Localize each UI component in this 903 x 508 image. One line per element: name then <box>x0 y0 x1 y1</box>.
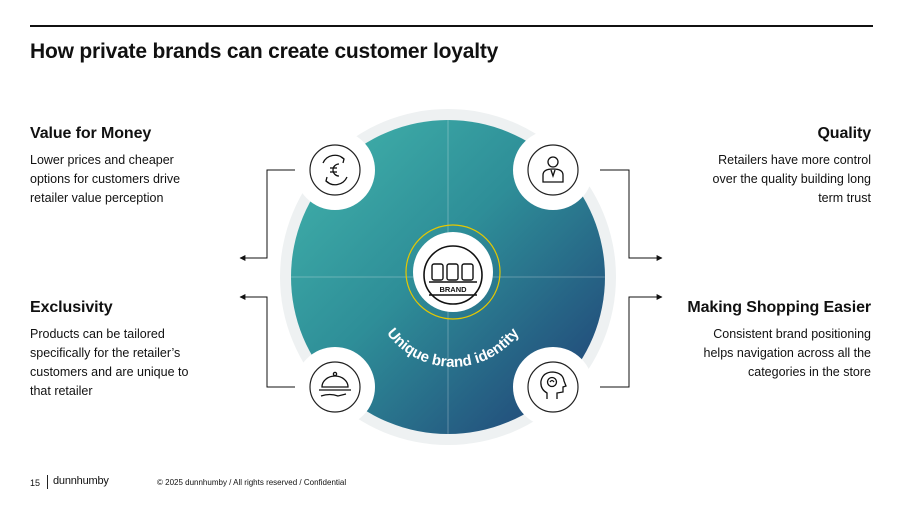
person-suit-icon <box>542 156 564 183</box>
connector-right <box>600 169 663 388</box>
center-yellow-ring <box>405 224 501 320</box>
center-badge <box>413 232 493 312</box>
head-brain-icon <box>540 371 567 399</box>
shopping-easier-text: Consistent brand positioning helps navig… <box>661 325 871 382</box>
shopping-easier-block: Making Shopping Easier Consistent brand … <box>661 299 871 382</box>
exclusivity-line: specifically for the retailer’s <box>30 346 181 360</box>
top-rule <box>30 25 873 27</box>
easier-icon-node <box>513 347 593 427</box>
quality-line: term trust <box>818 191 871 205</box>
shopping-easier-line: categories in the store <box>748 365 871 379</box>
quality-line: Retailers have more control <box>718 153 871 167</box>
exclusivity-line: customers and are unique to <box>30 365 189 379</box>
exclusivity-text: Products can be tailored specifically fo… <box>30 325 205 401</box>
exclusivity-icon-node <box>295 347 375 427</box>
copyright-text: © 2025 dunnhumby / All rights reserved /… <box>157 478 347 487</box>
exclusivity-block: Exclusivity Products can be tailored spe… <box>30 299 205 401</box>
euro-cycle-icon <box>322 154 348 186</box>
brand-shelf-icon <box>423 245 483 305</box>
value-for-money-block: Value for Money Lower prices and cheaper… <box>30 125 215 208</box>
quality-block: Quality Retailers have more control over… <box>691 125 872 208</box>
center-badge-label: BRAND <box>439 285 467 294</box>
value-text: Lower prices and cheaper options for cus… <box>30 151 215 208</box>
exclusivity-line: Products can be tailored <box>30 327 165 341</box>
footer-divider <box>47 475 48 489</box>
exclusivity-heading: Exclusivity <box>30 299 113 316</box>
quality-line: over the quality building long <box>712 172 871 186</box>
value-line: options for customers drive <box>30 172 181 186</box>
exclusivity-line: that retailer <box>30 384 93 398</box>
quality-text: Retailers have more control over the qua… <box>691 151 871 208</box>
shopping-easier-line: Consistent brand positioning <box>713 327 871 341</box>
page-title: How private brands can create customer l… <box>30 40 499 63</box>
page-number: 15 <box>30 478 41 488</box>
dunnhumby-logo: dunnhumby <box>53 475 109 487</box>
serving-cloche-icon <box>319 371 351 397</box>
value-line: retailer value perception <box>30 191 164 205</box>
shopping-easier-heading: Making Shopping Easier <box>687 299 871 316</box>
connector-left <box>239 169 295 388</box>
quality-heading: Quality <box>817 125 871 142</box>
quality-icon-node <box>513 130 593 210</box>
value-icon-node <box>295 130 375 210</box>
value-heading: Value for Money <box>30 125 152 142</box>
shopping-easier-line: helps navigation across all the <box>703 346 871 360</box>
value-line: Lower prices and cheaper <box>30 153 174 167</box>
